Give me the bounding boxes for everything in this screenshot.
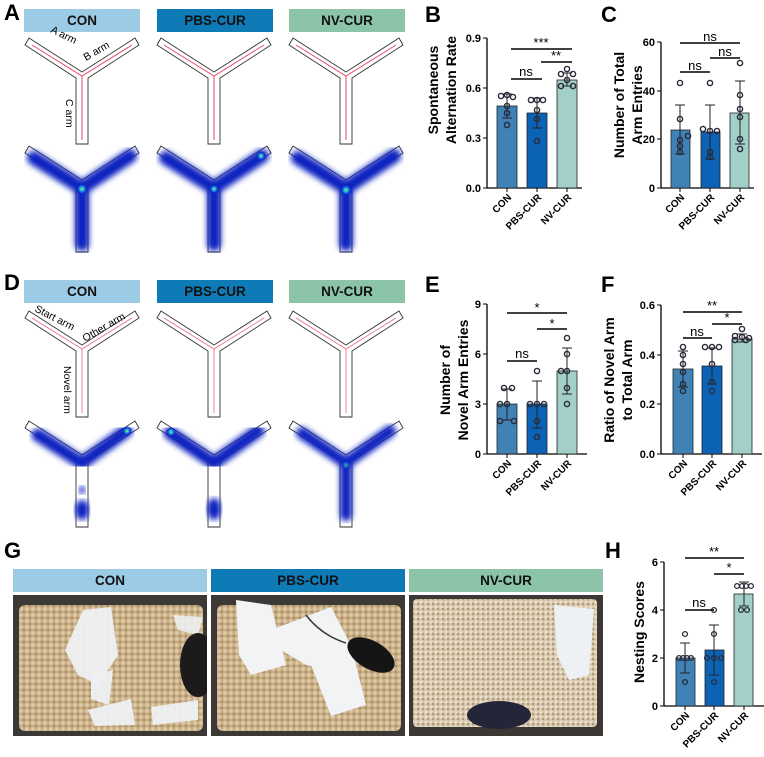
heatmap-d-pbs xyxy=(156,420,272,528)
tick: 40 xyxy=(643,86,655,98)
sig-label: * xyxy=(534,300,539,315)
panel-a-header-nv: NV-CUR xyxy=(289,9,405,32)
bar-nv xyxy=(731,338,753,455)
sig-label: ns xyxy=(688,58,702,73)
xtick: NV-CUR xyxy=(539,192,574,227)
panel-label-c: C xyxy=(601,2,617,27)
chart-b-ylabel-line1: Spontaneous xyxy=(425,45,441,134)
tick: 3 xyxy=(475,399,481,411)
chart-c: Number of Total Arm Entries 60 40 20 0 C… xyxy=(611,29,754,232)
panel-label-h: H xyxy=(605,538,621,563)
tick: 4 xyxy=(652,605,659,617)
sig-label: *** xyxy=(533,35,548,50)
track-a-pbs xyxy=(156,37,272,145)
panel-label-e: E xyxy=(425,272,440,297)
sig-label: ** xyxy=(707,298,717,313)
tick: 0.2 xyxy=(640,399,655,411)
sig-label: * xyxy=(724,310,729,325)
chart-e: Number of Novel Arm Entries 9 6 3 0 CON … xyxy=(437,299,587,498)
chart-b: Spontaneous Alternation Rate 0.9 0.6 0.3… xyxy=(425,33,582,232)
sig-label: ns xyxy=(519,64,533,79)
panel-g-header-pbs: PBS-CUR xyxy=(211,569,405,592)
heatmap-d-con xyxy=(24,420,140,528)
tick: 0.6 xyxy=(640,300,655,312)
ymaze-figures: A arm B arm C arm Start arm Other arm No… xyxy=(24,24,404,528)
heatmap-a-con xyxy=(24,145,140,253)
tick: 0 xyxy=(652,701,658,713)
arm-label-novel: Novel arm xyxy=(61,366,73,414)
panel-g-header-con: CON xyxy=(13,569,207,592)
tick: 6 xyxy=(652,557,658,569)
panel-label-f: F xyxy=(601,272,615,297)
chart-h-ylabel: Nesting Scores xyxy=(631,581,647,683)
tick: 20 xyxy=(643,134,655,146)
panel-a-header-con: CON xyxy=(24,9,140,32)
tick: 0.9 xyxy=(466,33,481,45)
xtick: NV-CUR xyxy=(712,192,747,227)
track-d-nv xyxy=(288,310,404,418)
xtick: NV-CUR xyxy=(539,458,574,493)
xtick: CON xyxy=(669,710,693,734)
panel-label-b: B xyxy=(425,2,441,27)
arm-label-c: C arm xyxy=(63,99,75,128)
sig-label: ** xyxy=(709,544,719,559)
tick: 0.0 xyxy=(640,449,655,461)
tick: 0 xyxy=(475,449,481,461)
panel-label-g: G xyxy=(4,538,22,563)
chart-h: Nesting Scores 6 4 2 0 CON PBS-CUR NV-CU… xyxy=(631,544,764,750)
panel-d-header-pbs: PBS-CUR xyxy=(157,280,273,303)
tick: 0.4 xyxy=(640,350,656,362)
sig-label: ns xyxy=(692,595,706,610)
xtick: CON xyxy=(491,192,515,216)
panel-d-header-nv: NV-CUR xyxy=(289,280,405,303)
nest-photo-pbs xyxy=(211,595,405,736)
track-a-nv xyxy=(288,37,404,145)
sig-label: ns xyxy=(515,346,529,361)
tick: 0.0 xyxy=(466,183,481,195)
xtick: CON xyxy=(664,192,688,216)
panel-label-a: A xyxy=(4,0,20,25)
xtick: NV-CUR xyxy=(716,710,751,745)
chart-b-ylabel-line2: Alternation Rate xyxy=(443,36,459,144)
chart-f: Ratio of Novel Arm to Total Arm 0.6 0.4 … xyxy=(601,298,762,498)
tick: 0 xyxy=(649,183,655,195)
heatmap-a-nv xyxy=(288,145,404,253)
panel-label-d: D xyxy=(4,270,20,295)
xtick: CON xyxy=(491,458,515,482)
sig-label: * xyxy=(726,560,731,575)
chart-c-ylabel-line1: Number of Total xyxy=(611,52,627,158)
nest-photo-con xyxy=(13,595,207,736)
chart-f-ylabel-line2: to Total Arm xyxy=(619,340,635,421)
chart-e-ylabel-line1: Number of xyxy=(437,345,453,415)
sig-label: ns xyxy=(718,44,732,59)
panel-d-header-con: CON xyxy=(24,280,140,303)
heatmap-d-nv xyxy=(288,420,404,528)
tick: 60 xyxy=(643,37,655,49)
chart-f-ylabel-line1: Ratio of Novel Arm xyxy=(601,317,617,443)
tick: 2 xyxy=(652,653,658,665)
track-d-con xyxy=(24,310,140,418)
sig-label: ** xyxy=(551,48,561,63)
tick: 0.3 xyxy=(466,133,481,145)
tick: 6 xyxy=(475,349,481,361)
sig-label: ns xyxy=(690,324,704,339)
sig-label: ns xyxy=(703,29,717,44)
track-d-pbs xyxy=(156,310,272,418)
panel-g-header-nv: NV-CUR xyxy=(409,569,603,592)
xtick: CON xyxy=(667,458,691,482)
chart-c-ylabel-line2: Arm Entries xyxy=(629,65,645,145)
xtick: NV-CUR xyxy=(714,458,749,493)
track-a-con xyxy=(24,37,140,145)
nest-photo-nv xyxy=(409,595,603,736)
heatmap-a-pbs xyxy=(156,145,272,253)
tick: 0.6 xyxy=(466,83,481,95)
panel-a-header-pbs: PBS-CUR xyxy=(157,9,273,32)
sig-label: * xyxy=(549,316,554,331)
bar-nv xyxy=(556,79,578,189)
tick: 9 xyxy=(475,299,481,311)
arm-label-other: Other arm xyxy=(81,310,128,344)
arm-label-start: Start arm xyxy=(33,303,77,333)
arm-label-a: A arm xyxy=(49,24,79,47)
chart-e-ylabel-line2: Novel Arm Entries xyxy=(455,319,471,440)
